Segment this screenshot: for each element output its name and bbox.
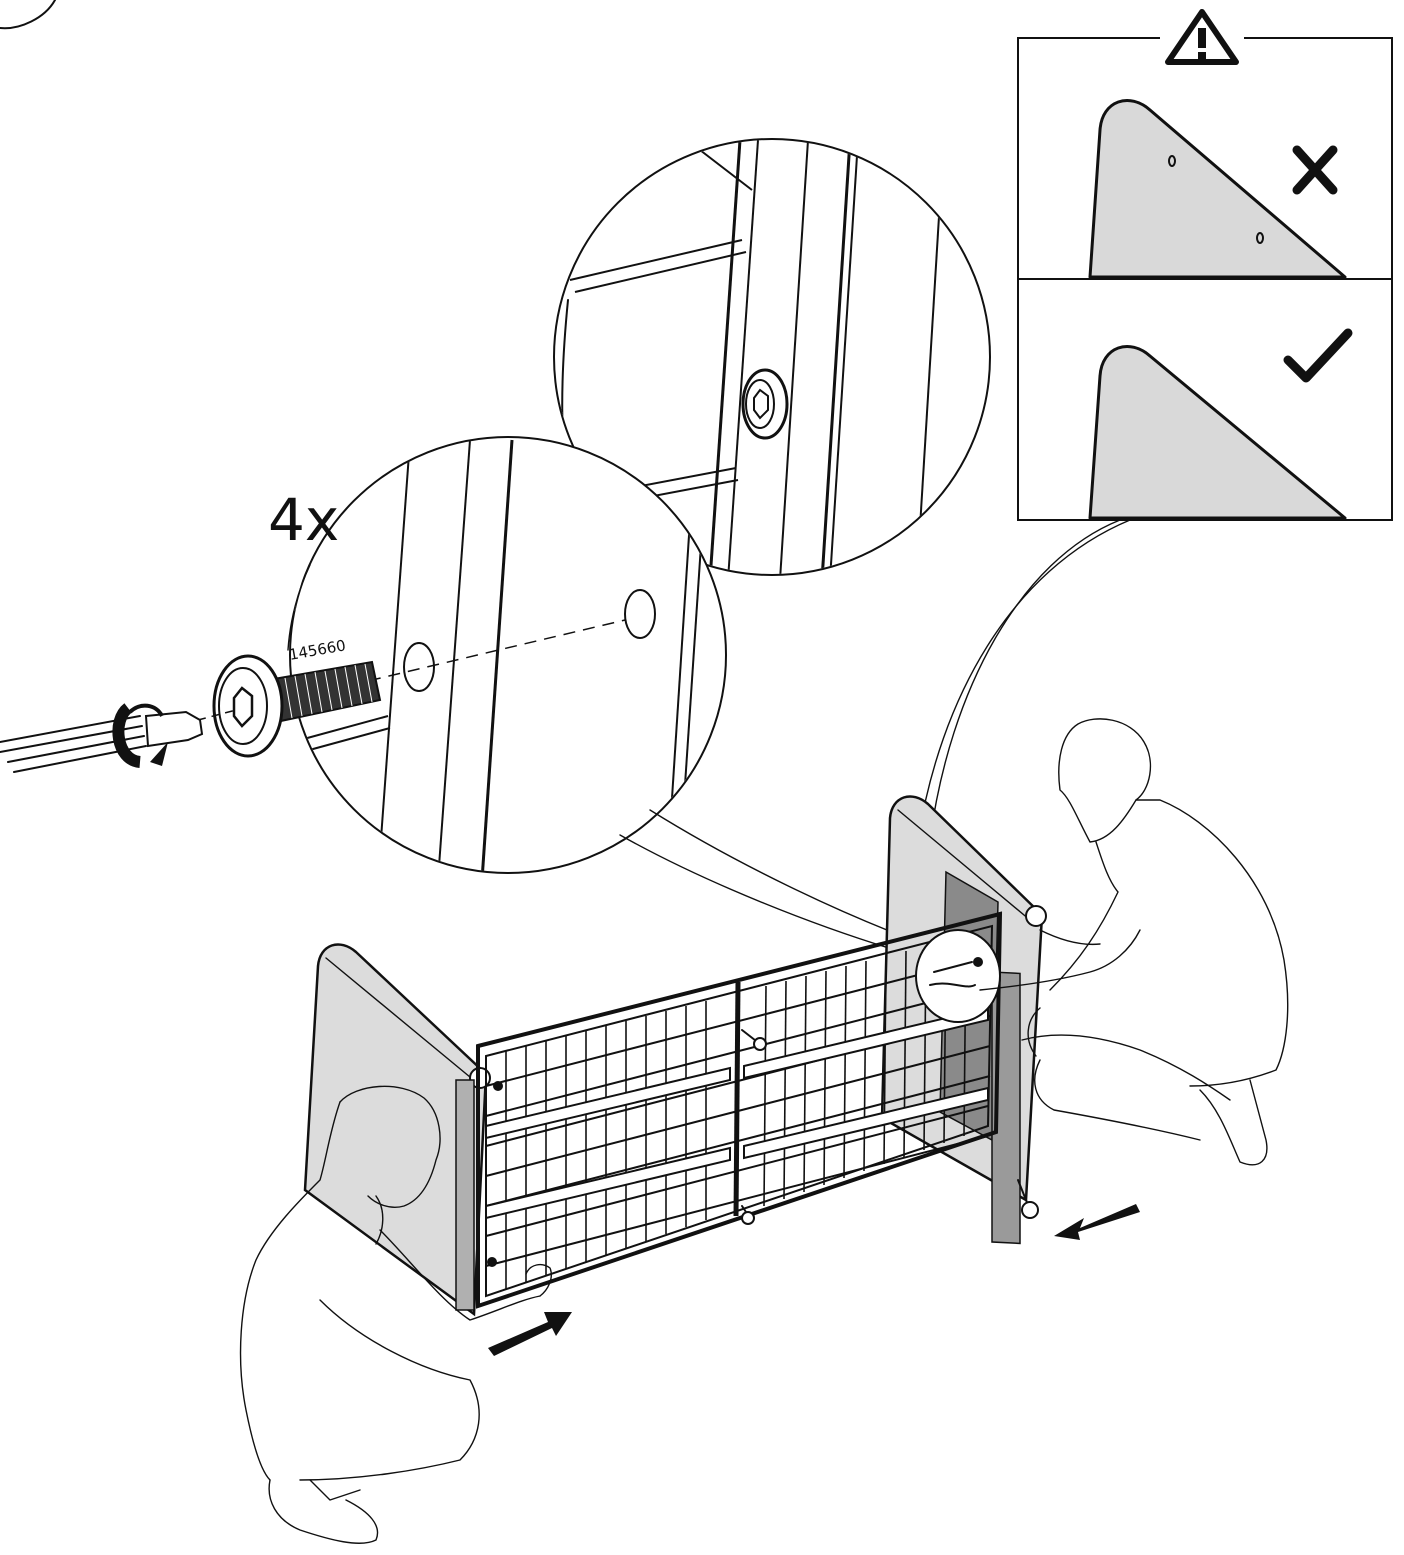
warning-callout-leader	[917, 519, 1131, 841]
person-right	[979, 718, 1289, 1166]
shelf-rails	[485, 1006, 989, 1220]
installed-bolt-head-icon	[741, 368, 789, 440]
bolt-head-icon	[212, 654, 284, 758]
correct-orientation-panel	[1088, 345, 1347, 520]
warning-triangle-icon	[1160, 8, 1244, 65]
quantity-label: 4x	[268, 486, 339, 554]
bolt-thread-icon	[266, 660, 382, 724]
bolt-part: 145660	[197, 636, 382, 758]
cabinet-assembly	[303, 795, 1047, 1317]
dowel-pins	[487, 1029, 767, 1267]
person-left	[239, 1085, 552, 1544]
assembly-detail-marker	[915, 929, 1001, 1023]
push-arrow-right-icon	[488, 1312, 572, 1356]
step-number-marker	[0, 0, 56, 30]
wrong-orientation-panel	[1088, 99, 1347, 279]
mesh-back-panel	[476, 911, 1003, 1309]
cross-icon	[1292, 145, 1338, 195]
detail-circle-bolt-insertion	[289, 436, 727, 874]
rotate-arrow-icon	[112, 703, 168, 768]
left-side-panel	[303, 943, 491, 1317]
warning-box	[1017, 8, 1393, 521]
push-arrow-left-icon	[1054, 1204, 1140, 1240]
check-icon	[1283, 328, 1353, 383]
hex-key-tool	[0, 703, 204, 773]
quantity-label-group: 4x	[268, 486, 339, 651]
detail-circle-bolt-installed	[553, 138, 991, 576]
